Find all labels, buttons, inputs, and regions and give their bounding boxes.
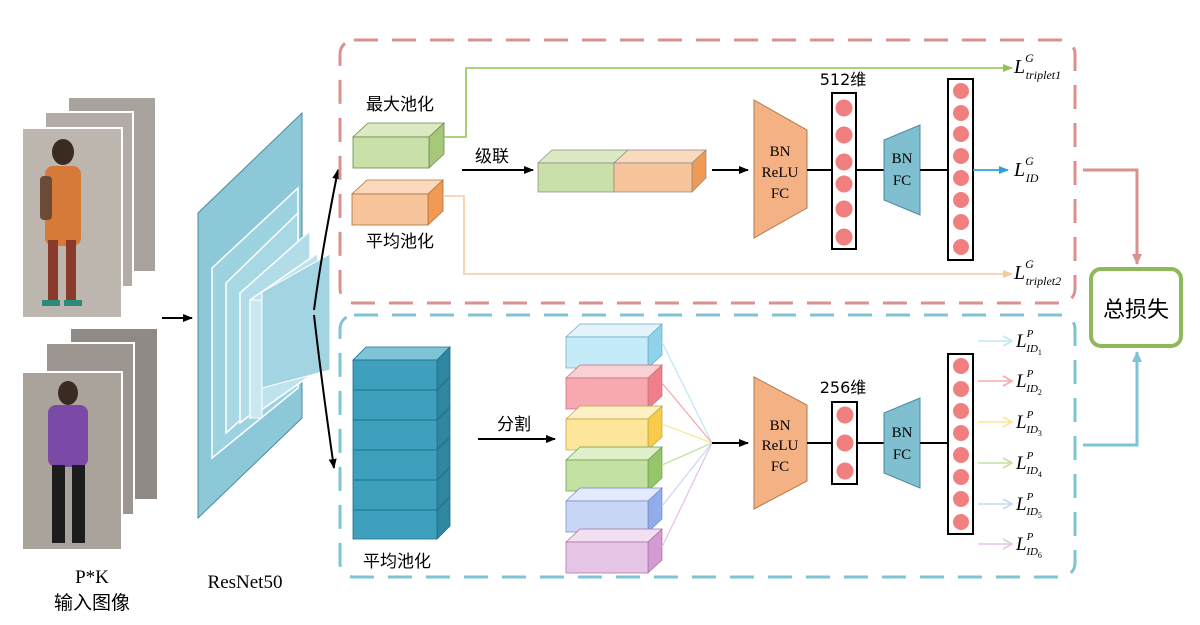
resnet50-backbone <box>197 111 331 520</box>
neuron <box>953 358 969 374</box>
neuron <box>953 469 969 485</box>
neuron <box>953 192 969 208</box>
global-fc-line1: BN <box>770 144 791 160</box>
input-label-line2: 输入图像 <box>54 592 130 614</box>
neuron <box>835 153 853 171</box>
part-bn-line2: FC <box>893 447 911 463</box>
global-fc-line3: FC <box>771 186 789 202</box>
total-loss-box <box>1089 267 1183 348</box>
neuron <box>953 105 969 121</box>
part-fc-block <box>753 376 808 510</box>
neuron <box>953 214 969 230</box>
neuron <box>953 491 969 507</box>
neuron <box>953 170 969 186</box>
neuron <box>835 99 853 117</box>
neuron <box>835 175 853 193</box>
global-bn-block <box>883 124 921 216</box>
input-image-stack-top <box>21 96 157 319</box>
stripe-fan-lines <box>661 341 713 548</box>
backbone-label: ResNet50 <box>208 572 283 593</box>
vecG-neurons <box>953 83 969 255</box>
neuron <box>835 200 853 218</box>
neuron <box>836 434 854 452</box>
global-fc-block <box>753 99 808 239</box>
neuron <box>953 148 969 164</box>
max-pool-block <box>351 122 446 169</box>
part-output-vector <box>947 353 974 535</box>
input-image-stack-bottom <box>21 327 159 551</box>
part-bn-line1: BN <box>892 425 913 441</box>
neuron <box>836 406 854 424</box>
part-dim-label: 256维 <box>820 378 867 397</box>
triplet2-line <box>443 195 1013 278</box>
max-pool-label: 最大池化 <box>366 95 434 115</box>
neuron <box>953 126 969 142</box>
global-bn-line1: BN <box>892 151 913 167</box>
vecP-neurons <box>953 358 969 530</box>
vec512-neurons <box>835 99 853 246</box>
part-stripe-1 <box>565 323 663 369</box>
global-branch-frame <box>338 38 1077 305</box>
avg-pool-label-part: 平均池化 <box>363 552 431 572</box>
person-figure-bottom <box>48 381 88 543</box>
avg-pool-block-global <box>350 179 445 226</box>
part-stripe-6 <box>565 528 663 574</box>
global-output-vector <box>947 78 974 261</box>
part-stripe-4 <box>565 446 663 492</box>
part-stripe-3 <box>565 405 663 451</box>
global-to-total-connector <box>1083 168 1142 265</box>
part-fc-line1: BN <box>770 418 791 434</box>
neuron <box>953 381 969 397</box>
concat-block <box>537 149 707 193</box>
part-branch-frame <box>338 313 1077 579</box>
neuron <box>953 83 969 99</box>
part-fc-line2: ReLU <box>762 438 799 454</box>
neuron <box>953 403 969 419</box>
triplet1-line <box>444 64 1013 138</box>
global-bn-line2: FC <box>893 173 911 189</box>
backbone-to-global-arrow <box>313 169 341 311</box>
part-bn-block <box>883 397 921 489</box>
split-label: 分割 <box>497 415 531 435</box>
avg-pool-label-global: 平均池化 <box>366 232 434 252</box>
neuron <box>953 425 969 441</box>
neuron <box>953 239 969 255</box>
part-output-arrows <box>978 335 1014 550</box>
neuron <box>953 514 969 530</box>
neuron <box>836 462 854 480</box>
striped-feature-map <box>352 346 451 540</box>
part-to-total-connector <box>1083 351 1142 447</box>
neuron <box>835 126 853 144</box>
part-feature-vector-256 <box>831 401 858 485</box>
backbone-to-part-arrow <box>313 314 337 469</box>
part-stripe-5 <box>565 487 663 533</box>
part-fc-line3: FC <box>771 459 789 475</box>
concat-label: 级联 <box>475 147 509 167</box>
global-fc-line2: ReLU <box>762 165 799 181</box>
neuron <box>835 228 853 246</box>
part-stripes <box>565 323 663 574</box>
vec256-neurons <box>836 406 854 480</box>
person-figure-top <box>40 139 82 306</box>
input-label-line1: P*K <box>75 567 109 588</box>
total-loss-label: 总损失 <box>1103 298 1169 323</box>
global-dim-label: 512维 <box>820 70 867 89</box>
part-stripe-2 <box>565 364 663 410</box>
neuron <box>953 447 969 463</box>
global-feature-vector-512 <box>831 92 857 250</box>
